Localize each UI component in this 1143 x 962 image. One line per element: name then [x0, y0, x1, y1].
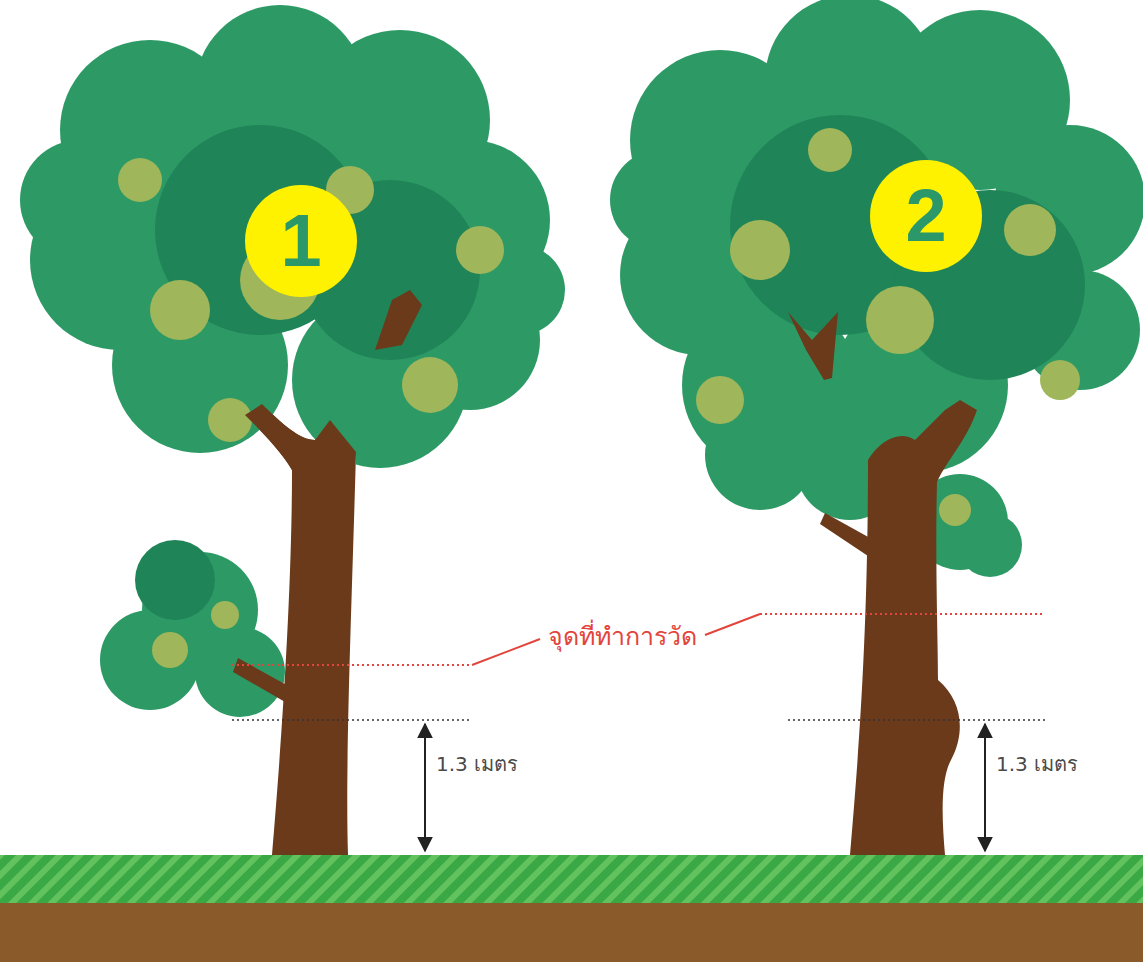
tree-canopy-part	[150, 280, 210, 340]
callout-circle: 2	[870, 160, 982, 272]
tree-canopy	[20, 5, 565, 468]
callout-number: 1	[280, 204, 321, 278]
tree-trunk-part	[375, 290, 422, 350]
bush-left-part	[152, 632, 188, 668]
tree-trunk	[788, 312, 977, 855]
tree-canopy-part	[808, 128, 852, 172]
tree-trunk	[245, 290, 422, 540]
tree-canopy-part	[1040, 360, 1080, 400]
reference-line	[232, 719, 1045, 721]
tree-trunk-part	[850, 400, 977, 855]
ground-part	[0, 855, 1143, 905]
dimension-label: 1.3 เมตร	[996, 752, 1078, 776]
callout-number: 2	[905, 179, 946, 253]
tree-canopy-part	[866, 286, 934, 354]
bush-left-part	[100, 610, 200, 710]
tree-canopy-part	[20, 140, 140, 260]
tree-canopy-part	[208, 398, 252, 442]
dimension-arrow-part	[424, 724, 426, 851]
ground	[0, 855, 1143, 962]
bush-left	[100, 540, 285, 717]
reference-line-part	[232, 719, 470, 721]
tree-canopy-part	[696, 376, 744, 424]
measure-line-part	[472, 639, 540, 665]
tree-trunk-part	[788, 312, 838, 380]
tree-canopy	[610, 0, 1143, 520]
bush-left-part	[211, 601, 239, 629]
measure-line-part	[705, 614, 760, 635]
callout-circle: 1	[245, 185, 357, 297]
measure-line-part	[232, 664, 472, 666]
tree-canopy-part	[456, 226, 504, 274]
tree-canopy-part	[1004, 204, 1056, 256]
tree-trunk-part	[245, 404, 356, 540]
measurement-point-label: จุดที่ทำการวัด	[546, 622, 699, 652]
bush-right-part	[958, 513, 1022, 577]
ground-part	[0, 903, 1143, 962]
tree-canopy-part	[118, 158, 162, 202]
measure-line-part	[760, 613, 1045, 615]
bush-left-part	[135, 540, 215, 620]
reference-line-part	[788, 719, 1045, 721]
measure-line	[232, 614, 1045, 665]
dimension-arrow	[425, 724, 985, 851]
dimension-arrow-part	[984, 724, 986, 851]
bush-right-part	[939, 494, 971, 526]
tree-trunk-part	[820, 513, 870, 556]
tree-canopy-part	[730, 220, 790, 280]
dimension-label: 1.3 เมตร	[436, 752, 518, 776]
tree-canopy-part	[402, 357, 458, 413]
